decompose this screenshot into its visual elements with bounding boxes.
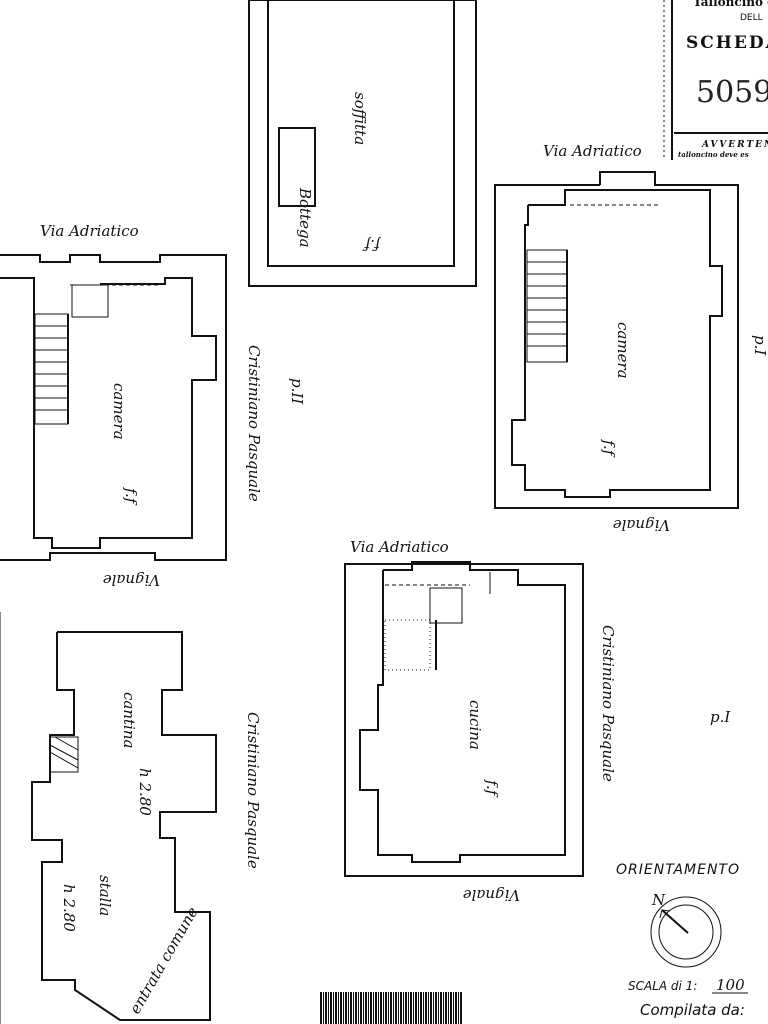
plan-left-top: Via Adriatico camera f.f Vignale — [0, 222, 227, 589]
mark-attic: f.f — [362, 236, 381, 254]
north-arrow-icon — [661, 909, 689, 934]
warning-text: talloncino deve es — [678, 150, 749, 159]
header-delle: DELL — [740, 13, 763, 23]
entrance-label: entrata comune — [126, 904, 202, 1017]
header-scheda: SCHEDA — [686, 33, 768, 53]
street-south-2: Vignale — [613, 516, 670, 534]
warning-title: AVVERTENZ — [701, 140, 768, 150]
plan-attic: Bottega soffitta f.f — [248, 0, 477, 287]
height-cantina: h 2.80 — [136, 768, 154, 816]
header-top-line: Talloncino d — [693, 0, 768, 9]
room-cantina: cantina — [120, 692, 138, 748]
north-label: N — [651, 891, 666, 909]
room-soffitta: soffitta — [351, 92, 369, 145]
scale-value: 100 — [716, 976, 745, 994]
orientation-block: ORIENTAMENTO N SCALA di 1: 100 Compilata… — [616, 862, 748, 1019]
compiled-by-label: Compilata da: — [640, 1001, 745, 1019]
floor-second-label: p.II — [288, 378, 306, 405]
neighbor-3: Cristiniano Pasquale — [244, 712, 262, 869]
neighbor-2: Cristiniano Pasquale — [599, 625, 617, 782]
mark-2: f.f — [600, 439, 618, 458]
stairs-left-top — [34, 313, 69, 425]
plan-right-top: Via Adriatico camera f.f Vignale — [494, 142, 739, 534]
room-cucina: cucina — [466, 700, 484, 750]
street-north-2: Via Adriatico — [543, 142, 642, 160]
plan-left-bottom: cantina h 2.80 stalla h 2.80 entrata com… — [0, 612, 217, 1024]
plan-center-bottom: Via Adriatico cucina f.f Vignale — [344, 538, 584, 904]
street-south-3: Vignale — [463, 886, 520, 904]
street-north-1: Via Adriatico — [40, 222, 139, 240]
street-south-1: Vignale — [103, 571, 160, 589]
scale-label: SCALA di 1: — [628, 979, 697, 993]
room-camera-2: camera — [614, 322, 632, 379]
stairs-right-top — [526, 249, 568, 363]
floor-first-top: p.I — [751, 335, 768, 356]
header-number: 5059 — [696, 75, 768, 110]
stairs-cantina — [49, 736, 79, 773]
room-stalla: stalla — [96, 875, 114, 916]
orientation-label: ORIENTAMENTO — [616, 862, 740, 878]
barcode — [320, 992, 462, 1024]
header-card: Talloncino d DELL SCHEDA 5059 AVVERTENZ … — [663, 0, 768, 160]
street-north-3: Via Adriatico — [350, 538, 449, 556]
room-camera-1: camera — [110, 383, 128, 440]
height-stalla: h 2.80 — [60, 884, 78, 932]
floor-first-label: p.I — [710, 708, 731, 726]
room-bottega: Bottega — [296, 187, 314, 248]
neighbor-1: Cristiniano Pasquale — [245, 345, 263, 502]
mark-3: f.f — [483, 779, 501, 798]
mark-1: f.f — [122, 487, 140, 506]
